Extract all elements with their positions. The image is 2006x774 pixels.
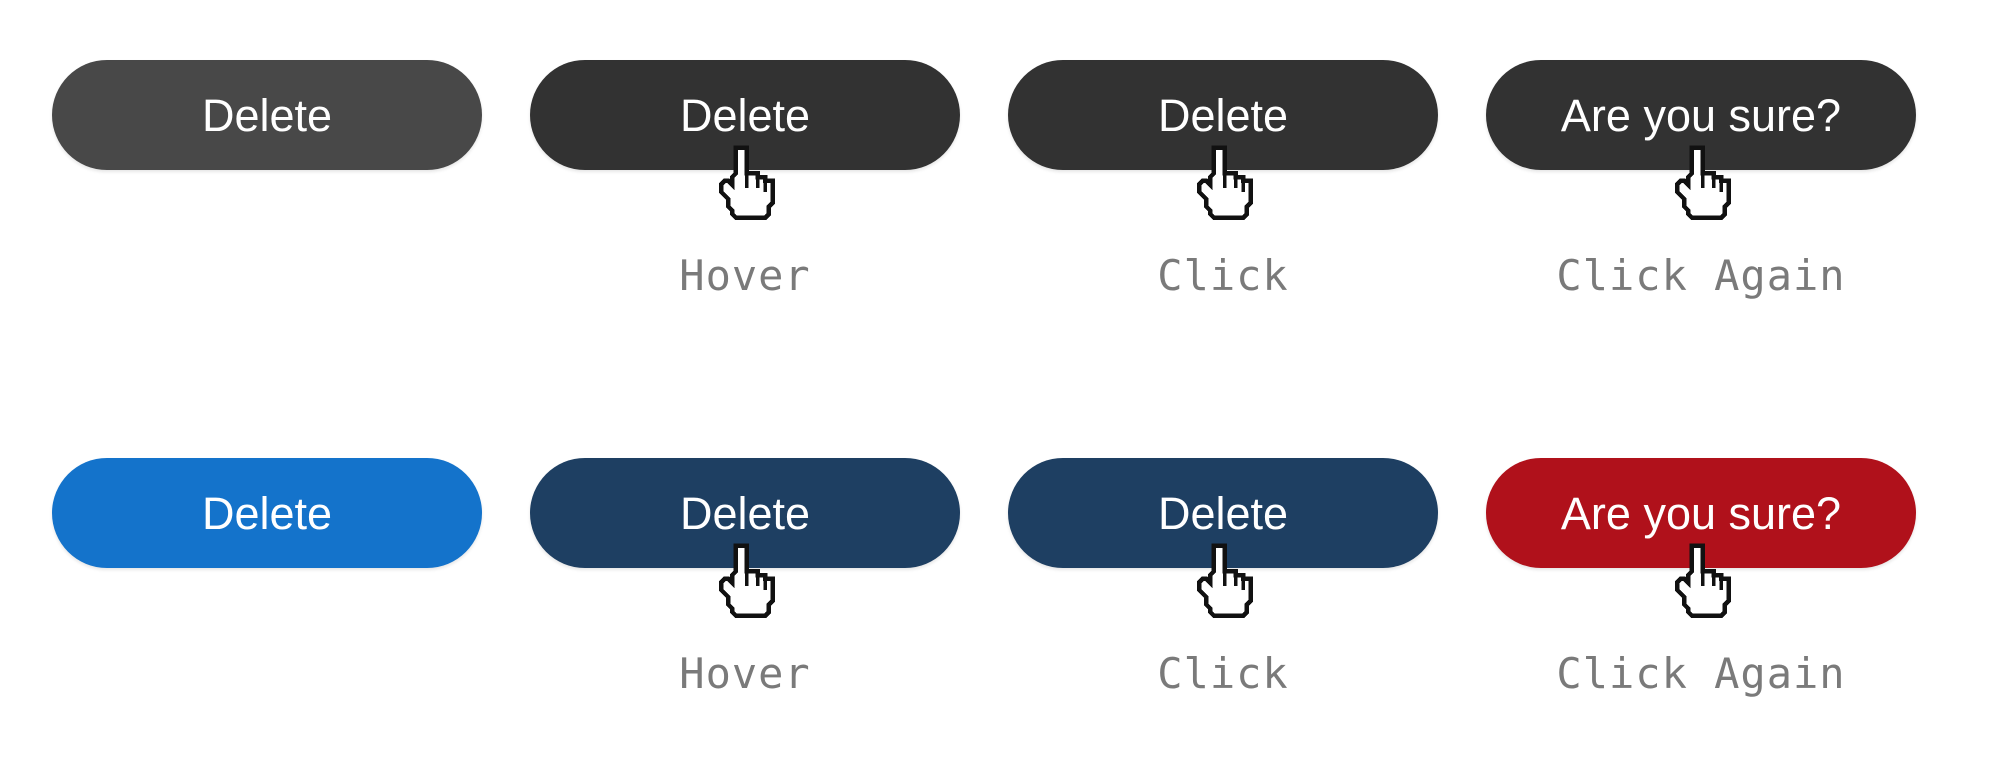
- state-label-click-again: Click Again: [1556, 251, 1846, 300]
- button-row-colored: Delete Delete Hover Delete Click Are you…: [52, 458, 1916, 698]
- confirm-delete-button[interactable]: Are you sure?: [1486, 458, 1916, 568]
- column-click-again: Are you sure? Click Again: [1486, 458, 1916, 698]
- hand-pointer-cursor-icon: [710, 144, 780, 225]
- state-label-click: Click: [1157, 649, 1289, 698]
- delete-button-click[interactable]: Delete: [1008, 458, 1438, 568]
- column-default: Delete: [52, 60, 482, 300]
- state-label-click-again: Click Again: [1556, 649, 1846, 698]
- button-row-neutral: Delete Delete Hover Delete Click Are you…: [52, 60, 1916, 300]
- state-label-hover: Hover: [679, 251, 811, 300]
- delete-button-default[interactable]: Delete: [52, 60, 482, 170]
- column-click-again: Are you sure? Click Again: [1486, 60, 1916, 300]
- hand-pointer-cursor-icon: [1666, 542, 1736, 623]
- delete-button-default[interactable]: Delete: [52, 458, 482, 568]
- column-click: Delete Click: [1008, 458, 1438, 698]
- column-hover: Delete Hover: [530, 60, 960, 300]
- hand-pointer-cursor-icon: [710, 542, 780, 623]
- column-hover: Delete Hover: [530, 458, 960, 698]
- state-label-hover: Hover: [679, 649, 811, 698]
- hand-pointer-cursor-icon: [1188, 542, 1258, 623]
- column-default: Delete: [52, 458, 482, 698]
- state-label-click: Click: [1157, 251, 1289, 300]
- delete-button-hover[interactable]: Delete: [530, 458, 960, 568]
- column-click: Delete Click: [1008, 60, 1438, 300]
- hand-pointer-cursor-icon: [1666, 144, 1736, 225]
- hand-pointer-cursor-icon: [1188, 144, 1258, 225]
